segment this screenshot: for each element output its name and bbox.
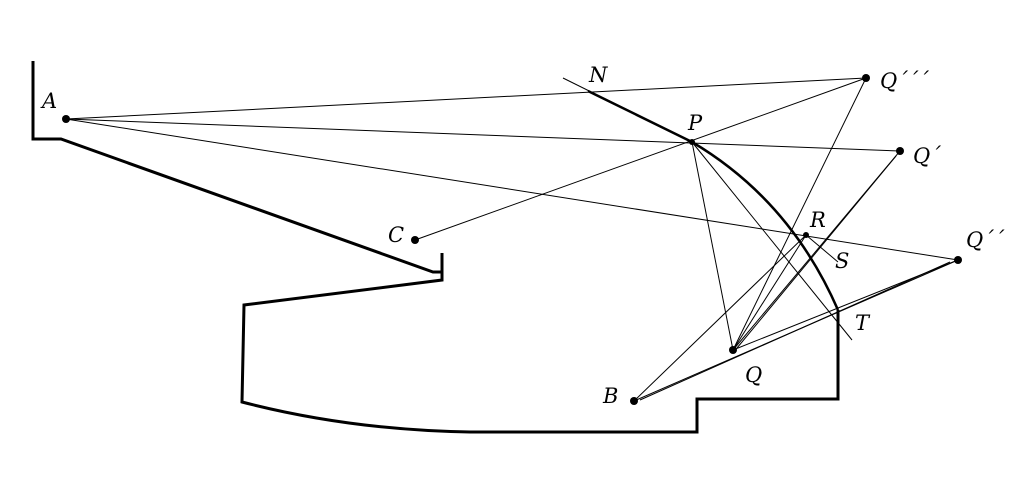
point-Q [729, 346, 737, 354]
point-Q2 [954, 256, 962, 264]
label-P: P [687, 111, 703, 135]
line-A-Q3 [65, 77, 867, 120]
region-boundary [31, 61, 840, 434]
label-S: S [835, 249, 849, 273]
point-P [689, 139, 695, 145]
point-A [62, 115, 70, 123]
label-R: R [809, 208, 826, 232]
curve-arc [587, 89, 840, 311]
label-B: B [602, 384, 618, 408]
line-N-P [562, 77, 693, 143]
point-B [630, 397, 638, 405]
points [62, 74, 962, 405]
line-C-Q3 [414, 77, 867, 241]
line-B-R [633, 234, 807, 402]
line-A-Q2 [65, 118, 959, 261]
label-Q3: Q´´´ [880, 69, 929, 93]
label-Q1: Q´ [913, 144, 941, 168]
line-A-Q1 [65, 118, 901, 152]
point-C [411, 236, 419, 244]
line-Q3-Q [732, 77, 867, 351]
construction-lines [65, 77, 959, 402]
label-N: N [588, 63, 608, 87]
line-R-Q [732, 234, 807, 351]
label-Q: Q [745, 363, 762, 387]
label-C: C [388, 223, 404, 247]
label-Q2: Q´´ [966, 228, 1005, 252]
point-Q1 [896, 147, 904, 155]
point-R [803, 232, 809, 238]
label-T: T [855, 311, 871, 335]
line-P-T [691, 141, 853, 341]
line-Q1-Q-b [736, 155, 897, 349]
label-A: A [40, 89, 57, 113]
point-Q3 [862, 74, 870, 82]
line-R-S [805, 234, 839, 263]
labels: A C N P Q´´´ Q´ Q´´ R S T Q B [40, 63, 1005, 408]
line-P-Q [691, 141, 734, 351]
line-Q2-B-b [639, 261, 951, 401]
